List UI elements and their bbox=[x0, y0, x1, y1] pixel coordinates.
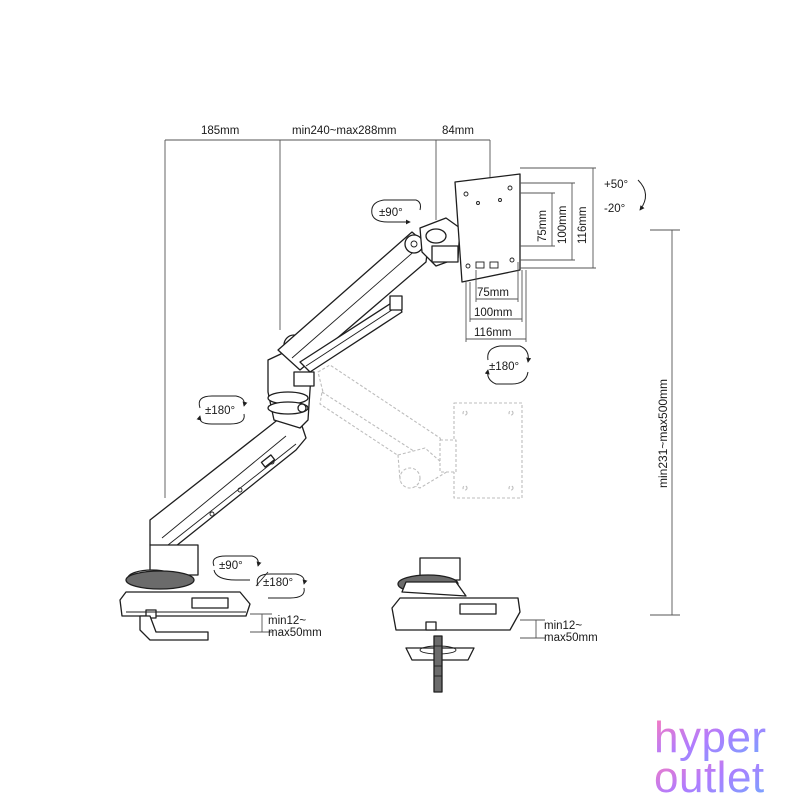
dim-vesa-h75: 75mm bbox=[477, 287, 509, 299]
height-dimension-line bbox=[650, 229, 680, 616]
logo-line-outlet: outlet bbox=[654, 753, 765, 800]
right-clamp-dims bbox=[520, 619, 545, 639]
logo-line-hyper: hyper bbox=[654, 713, 767, 762]
rotation-base bbox=[256, 573, 308, 599]
dim-vesa-h116: 116mm bbox=[474, 327, 512, 339]
tilt-down-label: -20° bbox=[604, 203, 625, 215]
dim-vesa-v100: 100mm bbox=[557, 206, 569, 244]
dim-arm-length: min240~max288mm bbox=[292, 125, 397, 137]
hyper-outlet-logo: hyper outlet bbox=[654, 713, 767, 800]
rotation-panel bbox=[484, 345, 532, 385]
right-grommet-mount bbox=[391, 557, 521, 693]
dim-vesa-v75: 75mm bbox=[537, 210, 549, 242]
dim-vesa-v116: 116mm bbox=[577, 207, 589, 245]
lower-arm bbox=[149, 417, 307, 547]
right-clamp-dim-line2: max50mm bbox=[544, 632, 598, 644]
dim-height-range: min231~max500mm bbox=[656, 379, 670, 488]
panel-rotate-label: ±180° bbox=[489, 361, 519, 373]
left-clamp-dims bbox=[250, 613, 272, 633]
dim-84mm: 84mm bbox=[442, 125, 474, 137]
head-swivel-label: ±90° bbox=[379, 207, 403, 219]
vesa-plate bbox=[454, 173, 521, 283]
elbow-rotate-label: ±180° bbox=[205, 405, 235, 417]
left-clamp-dim-line2: max50mm bbox=[268, 627, 322, 639]
top-dimension-lines bbox=[164, 139, 491, 498]
tilt-up-label: +50° bbox=[604, 179, 628, 191]
tilt-head bbox=[419, 217, 461, 267]
dim-vesa-h100: 100mm bbox=[474, 307, 512, 319]
ghost-arm-lowered bbox=[317, 364, 523, 499]
base-rotate-label: ±180° bbox=[263, 577, 293, 589]
dim-185mm: 185mm bbox=[201, 125, 239, 137]
rotation-base-swivel bbox=[212, 555, 262, 581]
base-swivel-label: ±90° bbox=[219, 560, 243, 572]
vesa-horizontal-dims bbox=[465, 262, 527, 342]
left-clamp-dim-line1: min12~ bbox=[268, 615, 306, 627]
upper-arm bbox=[277, 231, 429, 373]
vesa-vertical-dims bbox=[520, 167, 596, 269]
tilt-arrow-icon bbox=[637, 179, 646, 211]
rotation-elbow bbox=[196, 395, 248, 425]
right-clamp-dim-line1: min12~ bbox=[544, 620, 582, 632]
left-desk-clamp bbox=[119, 544, 251, 641]
rotation-head-swivel bbox=[371, 199, 421, 225]
